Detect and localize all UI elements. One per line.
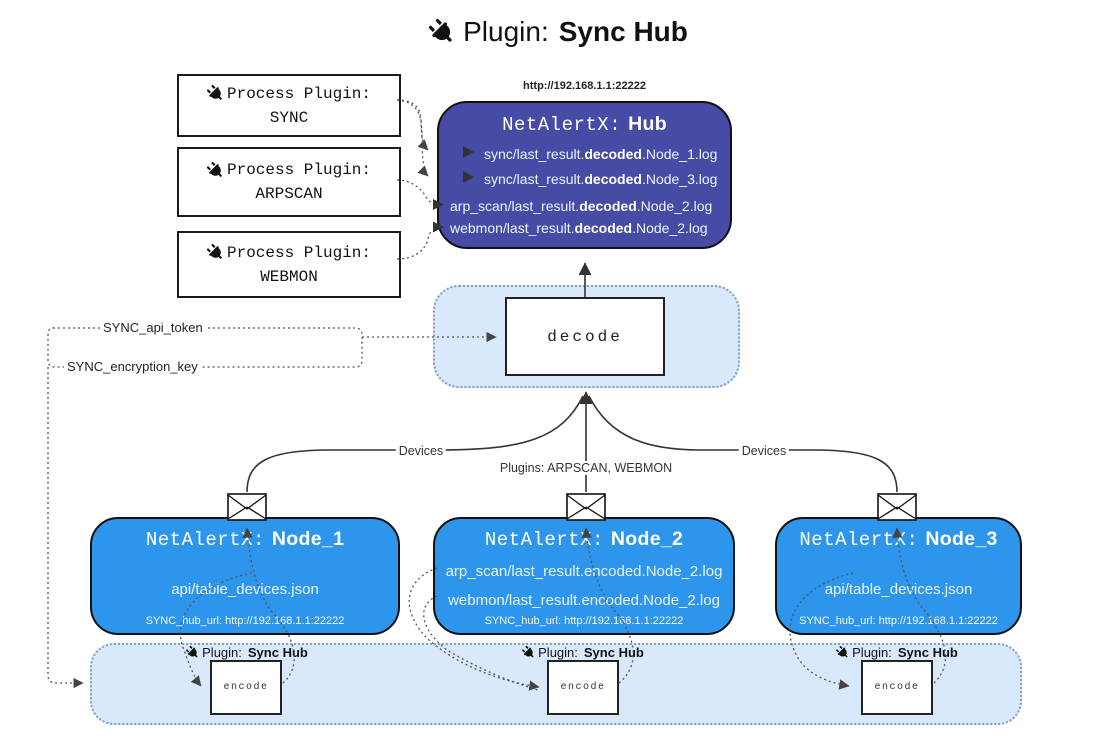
plug-icon <box>203 81 227 105</box>
process-plugin-label: Process Plugin: <box>226 84 372 103</box>
hub-log-line: sync/last_result.decoded.Node_1.log <box>484 146 718 162</box>
process-plugin-box-webmon: Process Plugin: WEBMON <box>177 231 401 298</box>
node-file: api/table_devices.json <box>171 581 319 598</box>
title-name: Sync Hub <box>558 16 688 47</box>
process-plugin-name: SYNC <box>269 108 309 127</box>
node-box-node-3: NetAlertX:Node_3 api/table_devices.json … <box>775 517 1022 635</box>
edge-sync-to-hub-log2 <box>396 99 429 177</box>
band-plugin-label: Plugin:Sync Hub <box>186 645 308 660</box>
hub-name: Hub <box>628 113 667 135</box>
edge-encryption-key-to-band <box>47 367 84 689</box>
node-file: webmon/last_result.encoded.Node_2.log <box>448 592 720 609</box>
band-plugin-label: Plugin:Sync Hub <box>522 645 644 660</box>
node-file: api/table_devices.json <box>824 581 973 598</box>
node-box-node-2: NetAlertX:Node_2 arp_scan/last_result.en… <box>433 517 735 635</box>
node-hub-url: SYNC_hub_url: http://192.168.1.1:22222 <box>484 615 684 627</box>
process-plugin-name: ARPSCAN <box>255 185 323 203</box>
hub-log-line: sync/last_result.decoded.Node_3.log <box>484 171 718 187</box>
process-plugin-label: Process Plugin: <box>226 161 372 179</box>
hub-url-label: http://192.168.1.1:22222 <box>523 80 646 92</box>
sync-encryption-key-label: SYNC_encryption_key <box>64 359 201 374</box>
plugins-label-center: Plugins: ARPSCAN, WEBMON <box>496 461 676 475</box>
plug-icon <box>203 240 227 264</box>
encode-box: encode <box>861 660 933 715</box>
hub-box: NetAlertX: Hub sync/last_result.decoded.N… <box>437 101 732 249</box>
node-hub-url: SYNC_hub_url: http://192.168.1.1:22222 <box>145 615 345 627</box>
node-file-list: api/table_devices.json <box>777 575 1020 604</box>
plug-icon <box>833 643 851 661</box>
plug-icon <box>424 14 461 51</box>
process-plugin-name: WEBMON <box>260 267 318 286</box>
page-title: Plugin: Sync Hub <box>0 16 1117 48</box>
node-title: NetAlertX:Node_3 <box>799 528 998 551</box>
sync-api-token-label: SYNC_api_token <box>100 320 206 335</box>
process-plugin-box-sync: Process Plugin: SYNC <box>177 74 401 137</box>
title-prefix: Plugin: <box>463 16 549 47</box>
encode-box: encode <box>547 660 619 715</box>
hub-name-prefix: NetAlertX: <box>502 114 622 136</box>
edge-webmon-to-hub-log4 <box>396 229 433 260</box>
band-plugin-label: Plugin:Sync Hub <box>836 645 958 660</box>
plug-icon <box>203 158 227 182</box>
devices-label-right: Devices <box>738 444 790 458</box>
encode-box: encode <box>210 660 282 715</box>
node-box-node-1: NetAlertX:Node_1 api/table_devices.json … <box>90 517 400 635</box>
plug-icon <box>519 643 537 661</box>
process-plugin-box-arpscan: Process Plugin: ARPSCAN <box>177 147 401 217</box>
plug-icon <box>183 643 201 661</box>
node-title: NetAlertX:Node_1 <box>145 528 345 551</box>
node-title: NetAlertX:Node_2 <box>484 528 684 551</box>
node-file-list: api/table_devices.json <box>92 575 398 604</box>
node-file: arp_scan/last_result.encoded.Node_2.log <box>445 563 723 580</box>
decode-box: decode <box>505 297 665 376</box>
process-plugin-label: Process Plugin: <box>226 243 372 262</box>
hub-log-line: webmon/last_result.decoded.Node_2.log <box>450 220 708 236</box>
node-file-list: arp_scan/last_result.encoded.Node_2.log … <box>435 557 733 615</box>
node-hub-url: SYNC_hub_url: http://192.168.1.1:22222 <box>799 615 998 627</box>
edge-sync-to-hub-log1 <box>396 99 429 151</box>
edge-arpscan-to-hub-log3 <box>396 179 433 204</box>
hub-log-line: arp_scan/last_result.decoded.Node_2.log <box>450 198 713 214</box>
devices-label-left: Devices <box>395 444 447 458</box>
hub-title: NetAlertX: Hub <box>439 113 730 136</box>
